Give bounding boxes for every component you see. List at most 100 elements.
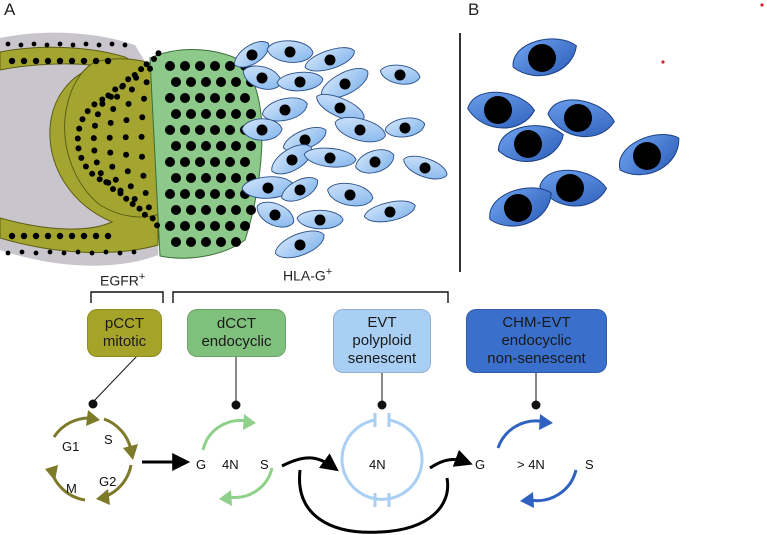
evt-nucleus	[256, 124, 268, 136]
cct-nucleus	[89, 170, 96, 177]
dcct-nucleus	[225, 61, 235, 71]
cct-nucleus	[93, 159, 100, 166]
cct-nucleus	[123, 195, 130, 202]
cct-nucleus	[125, 76, 132, 83]
evt-nucleus	[279, 104, 291, 116]
egfr-marker: EGFR+	[100, 271, 146, 289]
matrix-nucleus	[19, 249, 25, 255]
arrow-endo-to-evt	[281, 453, 339, 472]
chm-evt-nucleus	[484, 96, 512, 124]
cct-nucleus	[92, 57, 100, 65]
evt-cells	[234, 40, 448, 259]
label-s: S	[104, 432, 113, 447]
dcct-nucleus	[216, 109, 226, 119]
label-evt-ploidy: 4N	[369, 457, 386, 472]
matrix-nucleus	[31, 41, 37, 47]
dcct-nucleus	[186, 109, 196, 119]
cct-nucleus	[44, 232, 52, 240]
cct-nucleus	[123, 151, 130, 158]
dcct-nucleus	[165, 157, 175, 167]
evt-nucleus	[394, 69, 406, 81]
evt-nucleus	[286, 154, 298, 166]
cct-nucleus	[8, 57, 16, 65]
cct-nucleus	[124, 168, 131, 175]
dcct-nucleus	[240, 157, 250, 167]
cct-nucleus	[106, 134, 113, 141]
cct-nucleus	[84, 108, 91, 115]
endo-cycle	[201, 419, 274, 499]
cct-nucleus	[125, 100, 132, 107]
dcct-nucleus	[186, 77, 196, 87]
dcct-nucleus	[225, 157, 235, 167]
chm-evt-nucleus	[528, 44, 556, 72]
matrix-nucleus	[5, 41, 11, 47]
cct-nucleus	[74, 135, 81, 142]
chm-evt-nucleus	[556, 174, 584, 202]
evt-cycle-bars	[373, 413, 391, 507]
cct-nucleus	[141, 95, 147, 102]
matrix-nucleus	[122, 42, 128, 48]
evt-nucleus	[339, 78, 351, 90]
evt-nucleus	[334, 102, 346, 114]
cct-nucleus	[123, 117, 130, 124]
cct-nucleus	[20, 57, 28, 65]
dcct-nucleus	[216, 173, 226, 183]
cct-nucleus	[138, 133, 145, 140]
dcct-nucleus	[186, 237, 196, 247]
cct-nucleus	[139, 153, 145, 160]
label-endo-s: S	[260, 457, 269, 472]
evt-nucleus	[294, 184, 306, 196]
dcct-nucleus	[180, 125, 190, 135]
cct-nucleus	[68, 232, 76, 240]
dcct-nucleus	[201, 205, 211, 215]
label-chm-g: G	[475, 457, 485, 472]
cct-nucleus	[112, 86, 119, 93]
egfr-bracket	[90, 291, 164, 303]
dcct-nucleus	[210, 189, 220, 199]
label-chm-ploidy: > 4N	[517, 457, 545, 472]
evt-nucleus	[314, 214, 326, 226]
dcct-nucleus	[246, 205, 256, 215]
cct-nucleus	[105, 92, 112, 99]
chm-evt-nucleus	[633, 142, 661, 170]
dcct-nucleus	[210, 61, 220, 71]
matrix-nucleus	[18, 42, 24, 48]
dcct-nucleus	[225, 125, 235, 135]
chm-evt-nucleus	[504, 194, 532, 222]
arrow-evt-to-chm	[429, 449, 473, 470]
panel-label-a: A	[4, 0, 16, 19]
mitotic-cycle-arrowheads	[45, 410, 138, 505]
cct-nucleus	[140, 172, 147, 179]
evt-nucleus	[324, 54, 336, 66]
cct-nucleus	[122, 134, 129, 141]
cct-nucleus	[91, 147, 98, 154]
evt-nucleus	[399, 122, 411, 134]
matrix-nucleus	[89, 250, 95, 256]
cct-nucleus	[154, 222, 161, 229]
connector-pins	[88, 355, 541, 410]
cct-nucleus	[104, 57, 112, 65]
cct-nucleus	[131, 196, 138, 202]
dcct-nucleus	[231, 205, 241, 215]
cct-nucleus	[114, 93, 121, 100]
evt-nucleus	[284, 46, 296, 58]
cct-nucleus	[78, 154, 85, 161]
cct-nucleus	[103, 179, 110, 186]
dcct-nucleus	[180, 61, 190, 71]
dcct-nucleus	[216, 141, 226, 151]
evt-nucleus	[294, 239, 306, 251]
cct-nucleus	[139, 114, 146, 121]
cct-nucleus	[32, 57, 40, 65]
evt-nucleus	[354, 124, 366, 136]
dcct-nucleus	[225, 93, 235, 103]
matrix-nucleus	[44, 42, 50, 48]
cct-nucleus	[92, 122, 98, 129]
dcct-nucleus	[195, 61, 205, 71]
evt-nucleus	[269, 209, 281, 221]
cct-nucleus	[20, 232, 28, 240]
cct-nucleus	[75, 145, 82, 152]
evt-cycle	[340, 418, 424, 501]
dcct-nucleus	[231, 173, 241, 183]
